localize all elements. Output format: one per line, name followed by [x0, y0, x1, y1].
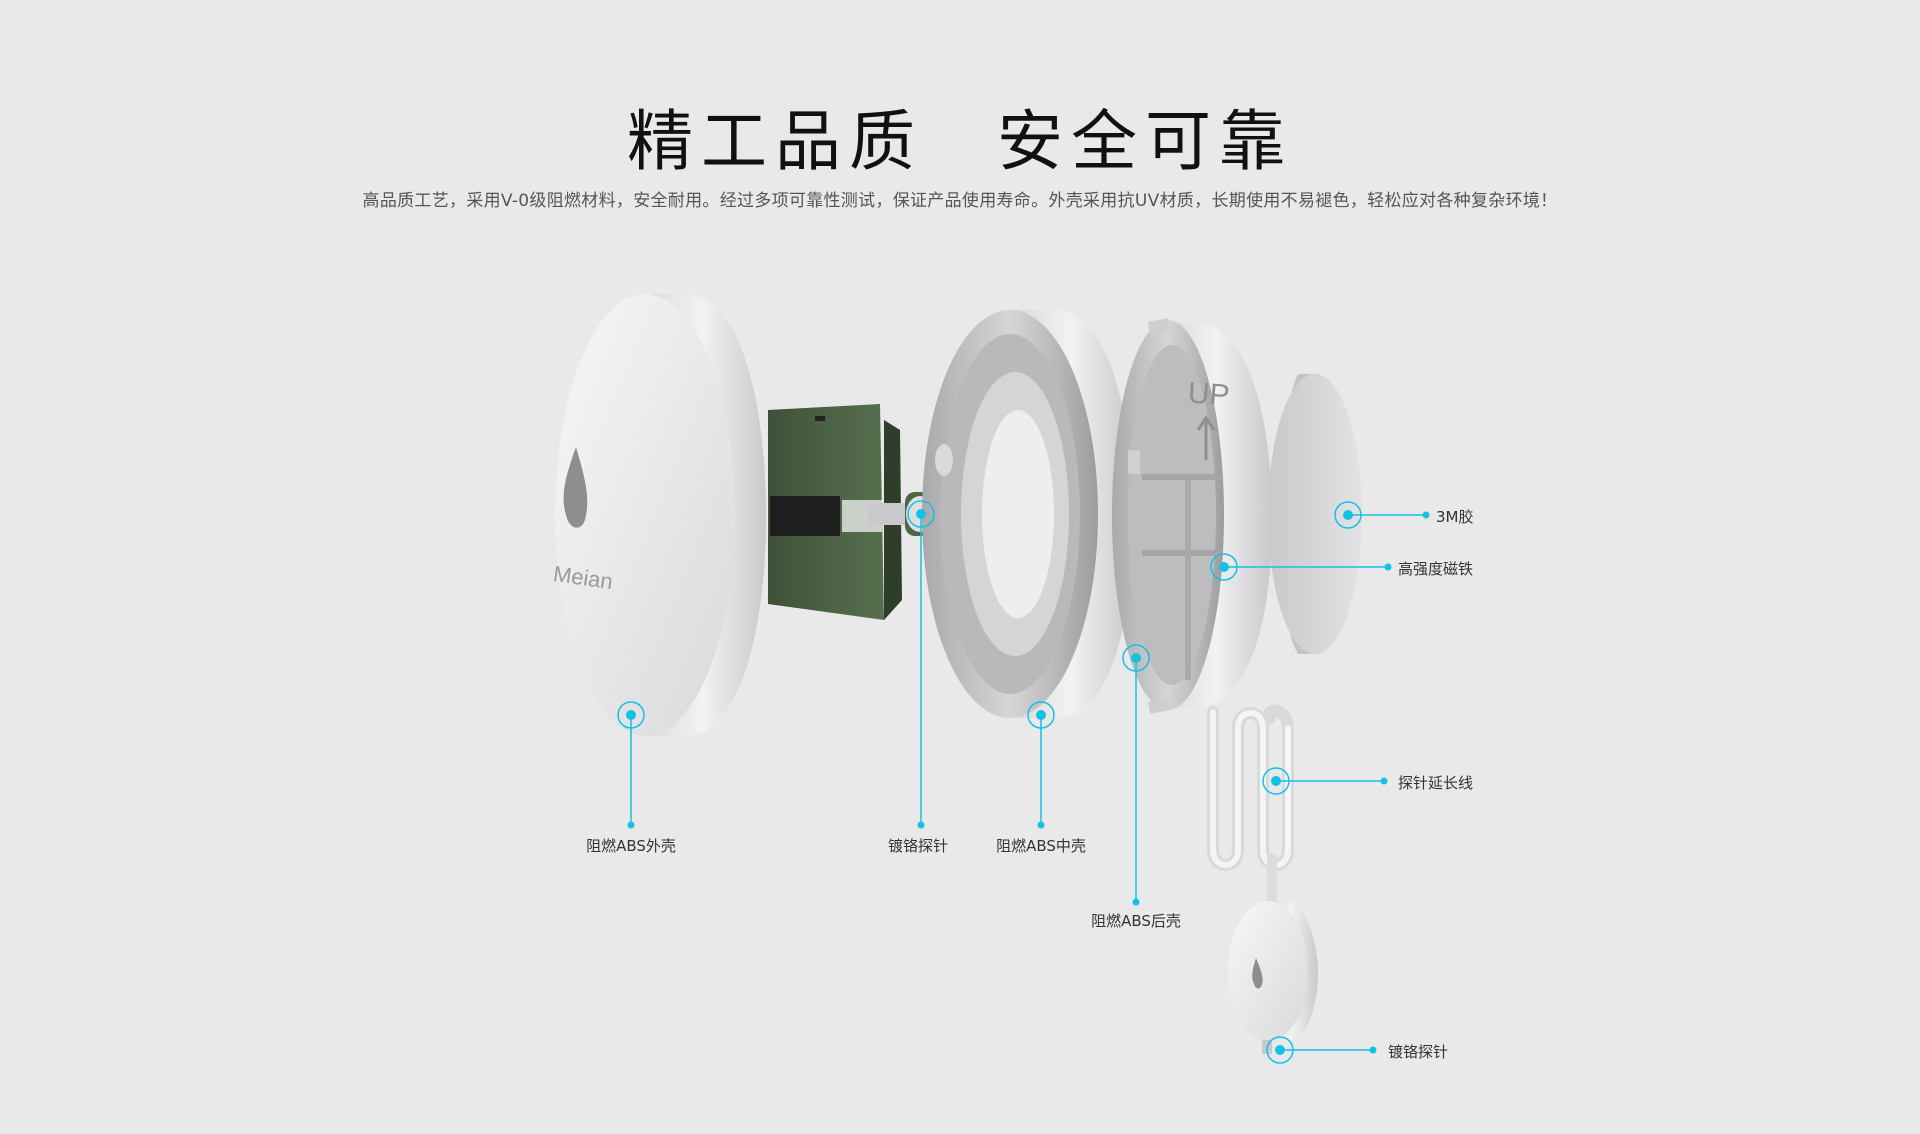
callout-marker-magnet	[1210, 553, 1392, 581]
callout-markers	[617, 500, 1430, 1064]
callout-label-adhesive: 3M胶	[1436, 508, 1474, 526]
page-subtitle: 高品质工艺，采用V-0级阻燃材料，安全耐用。经过多项可靠性测试，保证产品使用寿命…	[362, 191, 1558, 211]
callout-marker-probe-top	[907, 500, 935, 829]
up-marking: UP	[1187, 377, 1231, 413]
callout-marker-middle-shell	[1027, 701, 1055, 829]
callout-graphics	[630, 514, 1426, 1051]
callout-label-back-shell: 阻燃ABS后壳	[1091, 912, 1181, 930]
callout-marker-back-shell	[1122, 644, 1150, 906]
water-drop-small-icon	[1252, 958, 1263, 989]
page-title: 精工品质 安全可靠	[627, 103, 1293, 180]
callout-marker-adhesive	[1334, 501, 1430, 529]
water-drop-logo-icon	[563, 447, 588, 528]
remote-probe-part	[1228, 901, 1318, 1054]
callout-marker-probe-bottom	[1266, 1036, 1377, 1064]
callout-label-magnet: 高强度磁铁	[1398, 560, 1474, 578]
callout-label-probe-top: 镀铬探针	[887, 837, 949, 855]
middle-shell-part	[922, 310, 1132, 718]
callout-marker-extension-cable	[1262, 767, 1388, 795]
callout-label-extension-cable: 探针延长线	[1398, 774, 1474, 792]
callout-label-middle-shell: 阻燃ABS中壳	[996, 837, 1086, 855]
adhesive-pad-part	[1268, 374, 1362, 654]
callout-label-outer-shell: 阻燃ABS外壳	[586, 837, 676, 855]
outer-shell-part: Meian	[552, 294, 766, 736]
back-shell-part: UP	[1112, 318, 1272, 714]
up-arrow-icon	[1196, 415, 1216, 460]
callout-marker-outer-shell	[617, 701, 645, 829]
extension-cable-part	[1207, 704, 1294, 911]
callout-label-probe-bottom: 镀铬探针	[1388, 1043, 1449, 1061]
pcb-board-part	[768, 404, 902, 620]
